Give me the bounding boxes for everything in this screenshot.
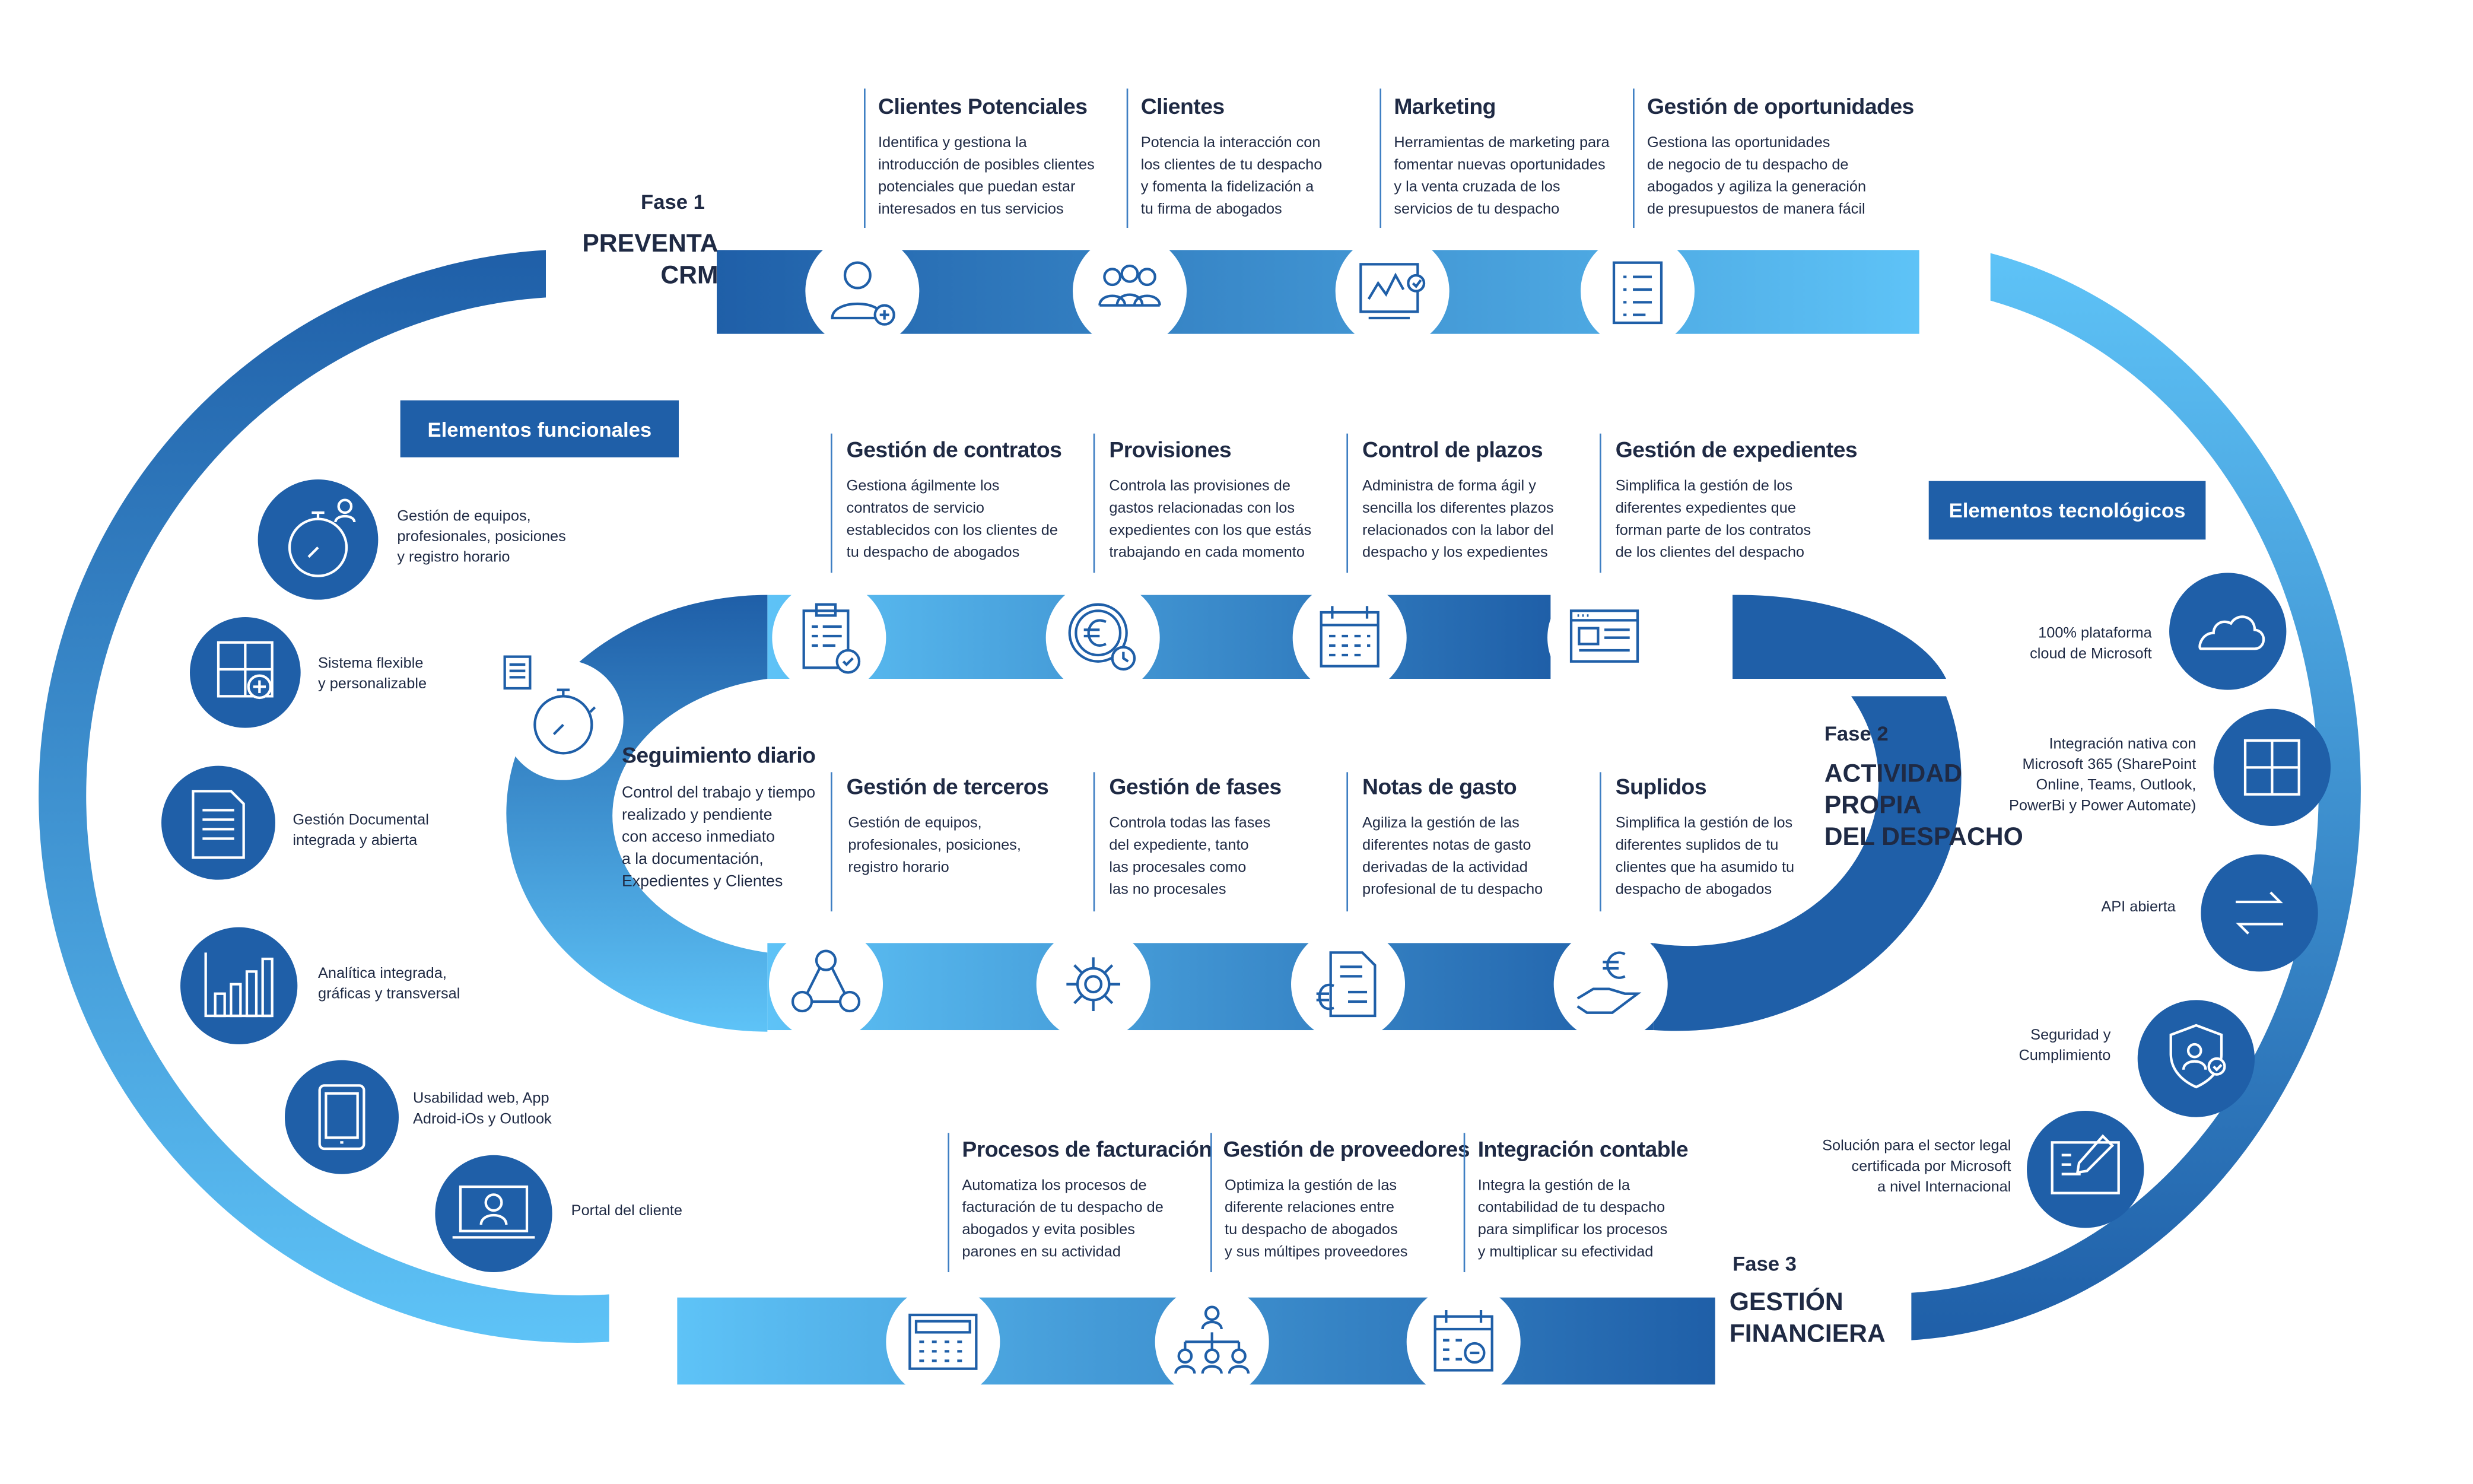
- phase-3-label: Fase 3: [1733, 1251, 1797, 1276]
- module-description: Gestión de equipos, profesionales, posic…: [848, 815, 1021, 877]
- tecnologico-label: Seguridad y Cumplimiento: [2019, 1027, 2111, 1065]
- calculator-icon: [908, 1313, 978, 1370]
- module-description: Identifica y gestiona la introducción de…: [878, 134, 1095, 219]
- module-description: Herramientas de marketing para fomentar …: [1394, 134, 1610, 219]
- divider: [1093, 433, 1095, 573]
- funcional-label: Gestión Documental integrada y abierta: [293, 812, 429, 850]
- seguimiento-description: Control del trabajo y tiempo realizado y…: [622, 784, 816, 891]
- divider: [1346, 433, 1349, 573]
- module-title: Notas de gasto: [1362, 774, 1517, 799]
- phase-3-title: GESTIÓN FINANCIERA: [1729, 1289, 1886, 1349]
- euro-hand-icon: [1576, 951, 1642, 1014]
- seguimiento-title: Seguimiento diario: [622, 742, 816, 768]
- divider: [831, 772, 832, 912]
- module-title: Clientes Potenciales: [878, 93, 1088, 119]
- module-description: Automatiza los procesos de facturación d…: [962, 1177, 1164, 1261]
- module-title: Gestión de expedientes: [1615, 437, 1858, 462]
- module-title: Gestión de terceros: [846, 774, 1049, 799]
- divider: [1633, 88, 1635, 228]
- stopwatch-user-icon: [258, 479, 379, 600]
- funcional-label: Analítica integrada, gráficas y transver…: [318, 965, 460, 1003]
- module-title: Gestión de fases: [1109, 774, 1282, 799]
- cloud-icon: [2169, 573, 2287, 690]
- divider: [831, 433, 832, 573]
- funcionales-header: Elementos funcionales: [400, 400, 679, 457]
- gear-network-icon: [1066, 957, 1121, 1012]
- divider: [1126, 88, 1129, 228]
- grid-plus-icon: [190, 617, 301, 728]
- tablet-icon: [285, 1060, 399, 1174]
- divider: [948, 1133, 950, 1273]
- module-title: Provisiones: [1109, 437, 1232, 462]
- phase-1-label: Fase 1: [641, 190, 705, 214]
- divider: [1093, 772, 1095, 912]
- certificate-pen-icon: [2027, 1111, 2144, 1228]
- module-description: Controla las provisiones de gastos relac…: [1109, 478, 1312, 562]
- module-description: Optimiza la gestión de las diferente rel…: [1225, 1177, 1408, 1261]
- module-description: Simplifica la gestión de los diferentes …: [1615, 478, 1811, 562]
- module-title: Integración contable: [1477, 1136, 1689, 1162]
- module-title: Marketing: [1394, 93, 1496, 119]
- divider: [1346, 772, 1349, 912]
- module-title: Suplidos: [1615, 774, 1707, 799]
- module-description: Gestiona ágilmente los contratos de serv…: [846, 478, 1058, 562]
- arrows-exchange-icon: [2201, 854, 2318, 972]
- module-title: Control de plazos: [1362, 437, 1543, 462]
- euro-clock-icon: [1068, 603, 1136, 671]
- funcional-label: Portal del cliente: [571, 1202, 682, 1221]
- divider: [1600, 433, 1601, 573]
- network-users-icon: [791, 949, 861, 1013]
- phase-1-title: PREVENTA CRM: [582, 231, 719, 290]
- calendar-minus-icon: [1433, 1310, 1493, 1372]
- funcional-label: Gestión de equipos, profesionales, posic…: [397, 508, 566, 567]
- divider: [1600, 772, 1601, 912]
- divider: [864, 88, 866, 228]
- module-title: Procesos de facturación: [962, 1136, 1212, 1162]
- module-description: Potencia la interacción con los clientes…: [1140, 134, 1323, 219]
- people-group-icon: [1098, 264, 1161, 307]
- tecnologico-label: Integración nativa con Microsoft 365 (Sh…: [2008, 736, 2197, 815]
- bar-chart-icon: [180, 927, 298, 1045]
- clipboard-list-icon: [1612, 261, 1663, 325]
- org-chart-icon: [1174, 1305, 1250, 1374]
- module-title: Gestión de contratos: [846, 437, 1062, 462]
- module-description: Integra la gestión de la contabilidad de…: [1477, 1177, 1668, 1261]
- tecnologico-label: API abierta: [2101, 898, 2176, 917]
- document-icon: [161, 765, 276, 880]
- add-user-icon: [831, 261, 895, 326]
- module-description: Controla todas las fases del expediente,…: [1109, 815, 1271, 899]
- module-description: Administra de forma ágil y sencilla los …: [1362, 478, 1554, 562]
- tecnologico-label: Solución para el sector legal certificad…: [1822, 1137, 2011, 1197]
- calendar-icon: [1320, 606, 1379, 668]
- module-title: Gestión de oportunidades: [1647, 93, 1914, 119]
- divider: [1379, 88, 1382, 228]
- phase-2-title: ACTIVIDAD PROPIA DEL DESPACHO: [1824, 761, 2023, 851]
- divider: [1210, 1133, 1212, 1273]
- module-description: Gestiona las oportunidades de negocio de…: [1647, 134, 1867, 219]
- module-description: Simplifica la gestión de los diferentes …: [1615, 815, 1795, 899]
- module-title: Gestión de proveedores: [1223, 1136, 1470, 1162]
- windows-icon: [2213, 708, 2331, 827]
- browser-window-icon: [1569, 609, 1639, 663]
- clipboard-check-icon: [802, 603, 861, 674]
- tecnologico-label: 100% plataforma cloud de Microsoft: [2030, 625, 2152, 663]
- tecnologicos-header: Elementos tecnológicos: [1928, 481, 2206, 540]
- module-description: Agiliza la gestión de las diferentes not…: [1362, 815, 1543, 899]
- chart-monitor-icon: [1359, 263, 1426, 320]
- stopwatch-document-icon: [503, 655, 596, 755]
- divider: [1463, 1133, 1466, 1273]
- laptop-user-icon: [435, 1155, 552, 1273]
- shield-user-icon: [2137, 1000, 2255, 1117]
- module-title: Clientes: [1140, 93, 1225, 119]
- phase-2-label: Fase 2: [1824, 722, 1889, 746]
- euro-document-icon: [1316, 951, 1377, 1018]
- funcional-label: Sistema flexible y personalizable: [318, 655, 427, 694]
- funcional-label: Usabilidad web, App Adroid-iOs y Outlook: [413, 1090, 552, 1129]
